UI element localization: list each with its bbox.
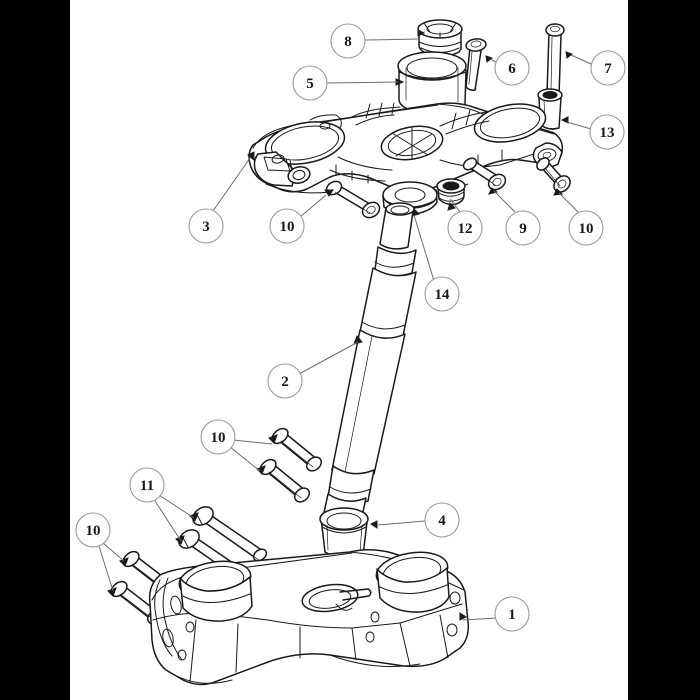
callout-10-c10a[interactable]: 10 xyxy=(269,208,305,244)
callout-circle[interactable] xyxy=(589,114,625,150)
callout-circle[interactable] xyxy=(505,210,541,246)
leader-10d xyxy=(102,542,125,562)
part-socket-bolt-mid-left-a xyxy=(268,427,322,472)
callout-circle[interactable] xyxy=(188,208,224,244)
callout-label: 5 xyxy=(306,76,314,92)
part-flange-bolt xyxy=(462,157,507,195)
leader-13 xyxy=(566,121,592,130)
callout-label: 10 xyxy=(280,219,295,235)
callout-label: 10 xyxy=(211,430,226,446)
callout-label: 7 xyxy=(604,61,612,77)
leader-2 xyxy=(298,341,359,375)
callout-8-c8[interactable]: 8 xyxy=(330,23,366,59)
part-socket-bolt-upper-right xyxy=(536,157,571,196)
callout-label: 11 xyxy=(140,478,154,494)
part-socket-bolt-upper-left xyxy=(324,180,381,219)
callout-circle[interactable] xyxy=(424,276,460,312)
callout-11-c11[interactable]: 11 xyxy=(129,467,165,503)
callout-14-c14[interactable]: 14 xyxy=(424,276,460,312)
callout-10-c10b[interactable]: 10 xyxy=(568,210,604,246)
part-pinch-bolt-long-a xyxy=(189,506,268,562)
callout-10-c10d[interactable]: 10 xyxy=(75,512,111,548)
callout-label: 8 xyxy=(344,34,352,50)
callout-13-c13[interactable]: 13 xyxy=(589,114,625,150)
leader-11a xyxy=(158,494,195,519)
callout-circle[interactable] xyxy=(200,419,236,455)
letterbox-left xyxy=(0,0,70,700)
leader-14 xyxy=(413,214,435,282)
callout-label: 6 xyxy=(508,61,516,77)
leader-9 xyxy=(493,190,516,213)
callout-12-c12[interactable]: 12 xyxy=(447,210,483,246)
callout-circle[interactable] xyxy=(75,512,111,548)
callout-circle[interactable] xyxy=(292,65,328,101)
callout-circle[interactable] xyxy=(424,502,460,538)
leader-4 xyxy=(377,520,426,526)
callout-leaders xyxy=(98,38,592,621)
part-socket-bolt-mid-left-b xyxy=(256,458,310,503)
callout-circle[interactable] xyxy=(494,596,530,632)
callout-label: 10 xyxy=(579,221,594,237)
callout-9-c9[interactable]: 9 xyxy=(505,210,541,246)
callout-7-c7[interactable]: 7 xyxy=(590,50,626,86)
callout-circle[interactable] xyxy=(330,23,366,59)
leader-10a xyxy=(299,194,327,218)
part-short-bolt xyxy=(465,38,494,91)
callout-4-c4[interactable]: 4 xyxy=(424,502,460,538)
part-lower-triple-clamp xyxy=(148,549,470,686)
letterbox-right xyxy=(628,0,700,700)
leader-10db xyxy=(98,545,114,592)
callout-label: 1 xyxy=(508,607,516,623)
part-steering-stem-nut xyxy=(417,19,463,57)
leader-8 xyxy=(364,38,421,41)
leader-10b xyxy=(558,192,579,213)
leader-5 xyxy=(326,81,399,84)
leader-11b xyxy=(154,500,182,542)
leader-3 xyxy=(212,157,251,212)
callout-label: 12 xyxy=(458,221,473,237)
part-steering-stem xyxy=(321,202,417,530)
part-socket-bolt-low-left-b xyxy=(107,580,163,625)
part-lower-bearing-sleeve xyxy=(319,507,378,560)
callout-label: 2 xyxy=(281,374,289,390)
callout-label: 10 xyxy=(86,523,101,539)
callout-circle[interactable] xyxy=(267,363,303,399)
callout-2-c2[interactable]: 2 xyxy=(267,363,303,399)
leader-12 xyxy=(449,198,461,213)
leader-7 xyxy=(570,54,592,65)
part-bearing-cup-sleeve xyxy=(395,51,467,114)
leader-10cb xyxy=(229,446,261,472)
callout-circle[interactable] xyxy=(269,208,305,244)
callout-1-c1[interactable]: 1 xyxy=(494,596,530,632)
part-locknut xyxy=(436,178,466,211)
callout-label: 14 xyxy=(435,287,451,303)
callout-label: 3 xyxy=(202,219,210,235)
callout-3-c3[interactable]: 3 xyxy=(188,208,224,244)
part-long-bolt xyxy=(545,23,574,99)
leader-10c xyxy=(232,439,273,445)
callout-10-c10c[interactable]: 10 xyxy=(200,419,236,455)
callout-circle[interactable] xyxy=(447,210,483,246)
callout-5-c5[interactable]: 5 xyxy=(292,65,328,101)
callout-circle[interactable] xyxy=(568,210,604,246)
part-upper-triple-clamp xyxy=(247,102,564,194)
callout-label: 4 xyxy=(438,513,446,529)
callout-circle[interactable] xyxy=(129,467,165,503)
callout-circle[interactable] xyxy=(590,50,626,86)
callout-label: 13 xyxy=(600,125,615,141)
leader-6 xyxy=(489,58,497,63)
callout-6-c6[interactable]: 6 xyxy=(494,50,530,86)
callout-label: 9 xyxy=(519,221,527,237)
leader-1 xyxy=(462,617,498,621)
callout-circle[interactable] xyxy=(494,50,530,86)
